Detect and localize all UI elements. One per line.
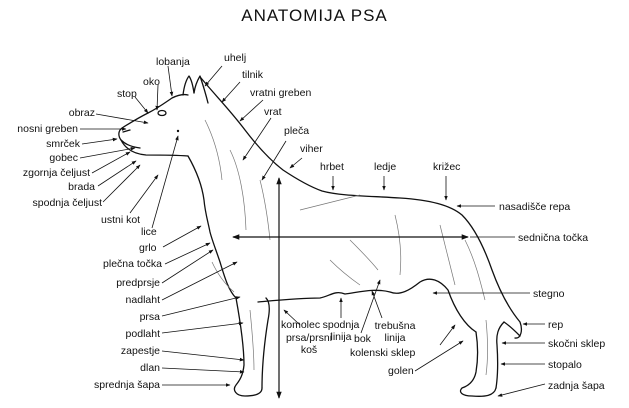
label-stopalo: stopalo	[548, 359, 582, 371]
label-kolenski-sklep: kolenski sklep	[350, 347, 416, 359]
label-sprednja-sapa: sprednja šapa	[94, 379, 160, 391]
label-podlaht: podlaht	[125, 328, 160, 340]
label-spodnja-linija-line1: spodnja	[322, 319, 360, 331]
label-gobec: gobec	[49, 152, 78, 164]
label-ledje: ledje	[374, 161, 397, 173]
label-stop: stop	[117, 88, 137, 100]
label-rep: rep	[548, 319, 564, 331]
label-bok: bok	[354, 333, 371, 345]
label-obraz: obraz	[68, 107, 95, 119]
label-ustni-kot: ustni kot	[101, 214, 141, 226]
diagram-title: ANATOMIJA PSA	[241, 6, 388, 25]
label-nasadisce-repa: nasadišče repa	[499, 201, 571, 213]
label-spodnja-linija-line2: linija	[330, 331, 352, 343]
label-krizec: križec	[433, 161, 461, 173]
label-prsa: prsa	[139, 311, 160, 323]
label-hrbet: hrbet	[320, 161, 344, 173]
label-stegno: stegno	[533, 288, 565, 300]
label-nosni-greben: nosni greben	[17, 123, 78, 135]
label-brada: brada	[68, 181, 95, 193]
label-prsa-prsni-kos-line1: prsa/prsni	[285, 332, 333, 344]
label-prsa-prsni-kos-line2: koš	[300, 344, 318, 356]
label-vratni-greben: vratni greben	[250, 87, 312, 99]
label-grlo: grlo	[139, 242, 157, 254]
label-tilnik: tilnik	[242, 69, 264, 81]
label-uhelj: uhelj	[224, 52, 247, 64]
label-oko: oko	[143, 76, 160, 88]
label-sednicna-tocka: sednična točka	[518, 232, 589, 244]
label-komolec: komolec	[281, 319, 321, 331]
label-nadlaht: nadlaht	[125, 294, 160, 306]
label-viher: viher	[300, 143, 323, 155]
label-golen: golen	[388, 365, 414, 377]
label-trebusna-linija-line1: trebušna	[374, 320, 416, 332]
label-trebusna-linija-line2: linija	[384, 332, 406, 344]
label-skocni-sklep: skočni sklep	[548, 338, 606, 350]
label-predprsje: predprsje	[116, 277, 160, 289]
label-pleca: pleča	[284, 125, 310, 137]
label-dlan: dlan	[140, 362, 160, 374]
label-smrcek: smrček	[46, 138, 80, 150]
label-spodnja-celjust: spodnja čeljust	[32, 197, 102, 209]
label-vrat: vrat	[264, 106, 282, 118]
label-lice: lice	[141, 226, 157, 238]
leader-lines	[79, 65, 546, 397]
label-zgornja-celjust: zgornja čeljust	[22, 167, 90, 179]
label-plecna-tocka: plečna točka	[103, 258, 162, 270]
dog-outline	[118, 75, 522, 397]
label-zapestje: zapestje	[120, 345, 160, 357]
label-lobanja: lobanja	[156, 56, 190, 68]
label-zadnja-sapa: zadnja šapa	[548, 380, 605, 392]
